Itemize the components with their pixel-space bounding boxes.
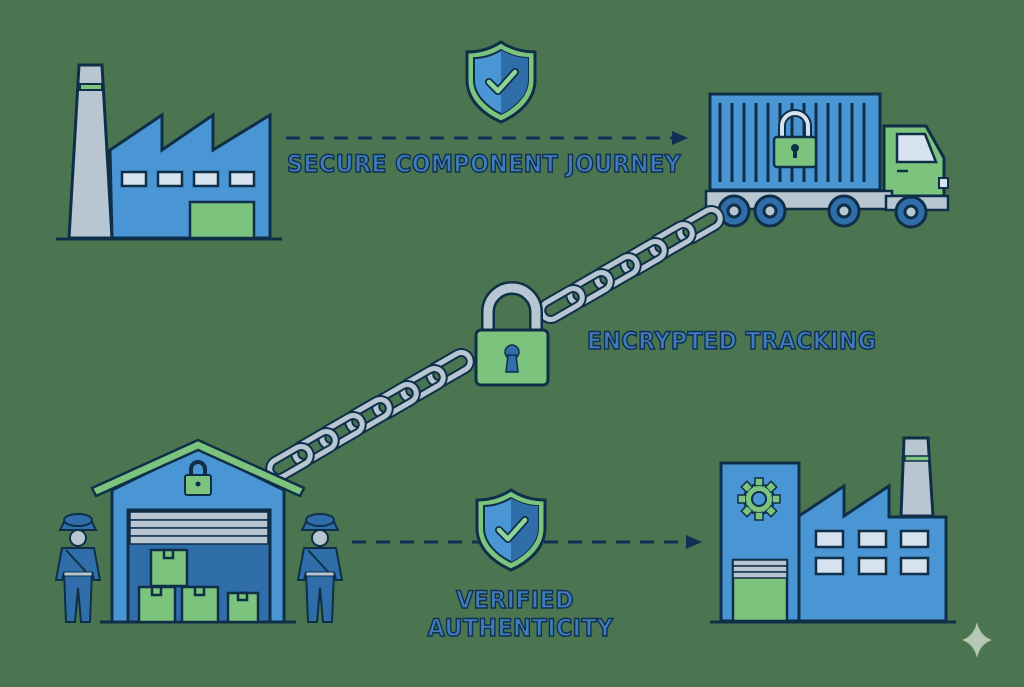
label-secure-component-journey: Secure Component Journey: [286, 149, 682, 179]
label-encrypted-tracking: Encrypted Tracking: [586, 326, 877, 356]
guard-icon-right: [297, 513, 343, 623]
dashed-arrow-journey: [286, 131, 688, 145]
destination-factory-icon: [710, 436, 956, 624]
warehouse-icon: [90, 438, 306, 624]
container-lock-icon: [772, 109, 818, 169]
dashed-arrow-verified: [352, 535, 702, 549]
truck-icon: [704, 92, 950, 229]
label-verified-authenticity: Verified Authenticity: [427, 585, 614, 643]
boxes-icon: [137, 548, 260, 624]
gear-icon: [737, 477, 781, 521]
warehouse-lock-icon: [184, 460, 212, 496]
shield-check-icon-top: [467, 42, 535, 122]
sparkle-icon: [962, 622, 992, 658]
shield-check-icon-bottom: [477, 490, 545, 570]
source-factory-icon: [56, 63, 282, 241]
padlock-icon: [474, 281, 550, 387]
guard-icon-left: [55, 513, 101, 623]
